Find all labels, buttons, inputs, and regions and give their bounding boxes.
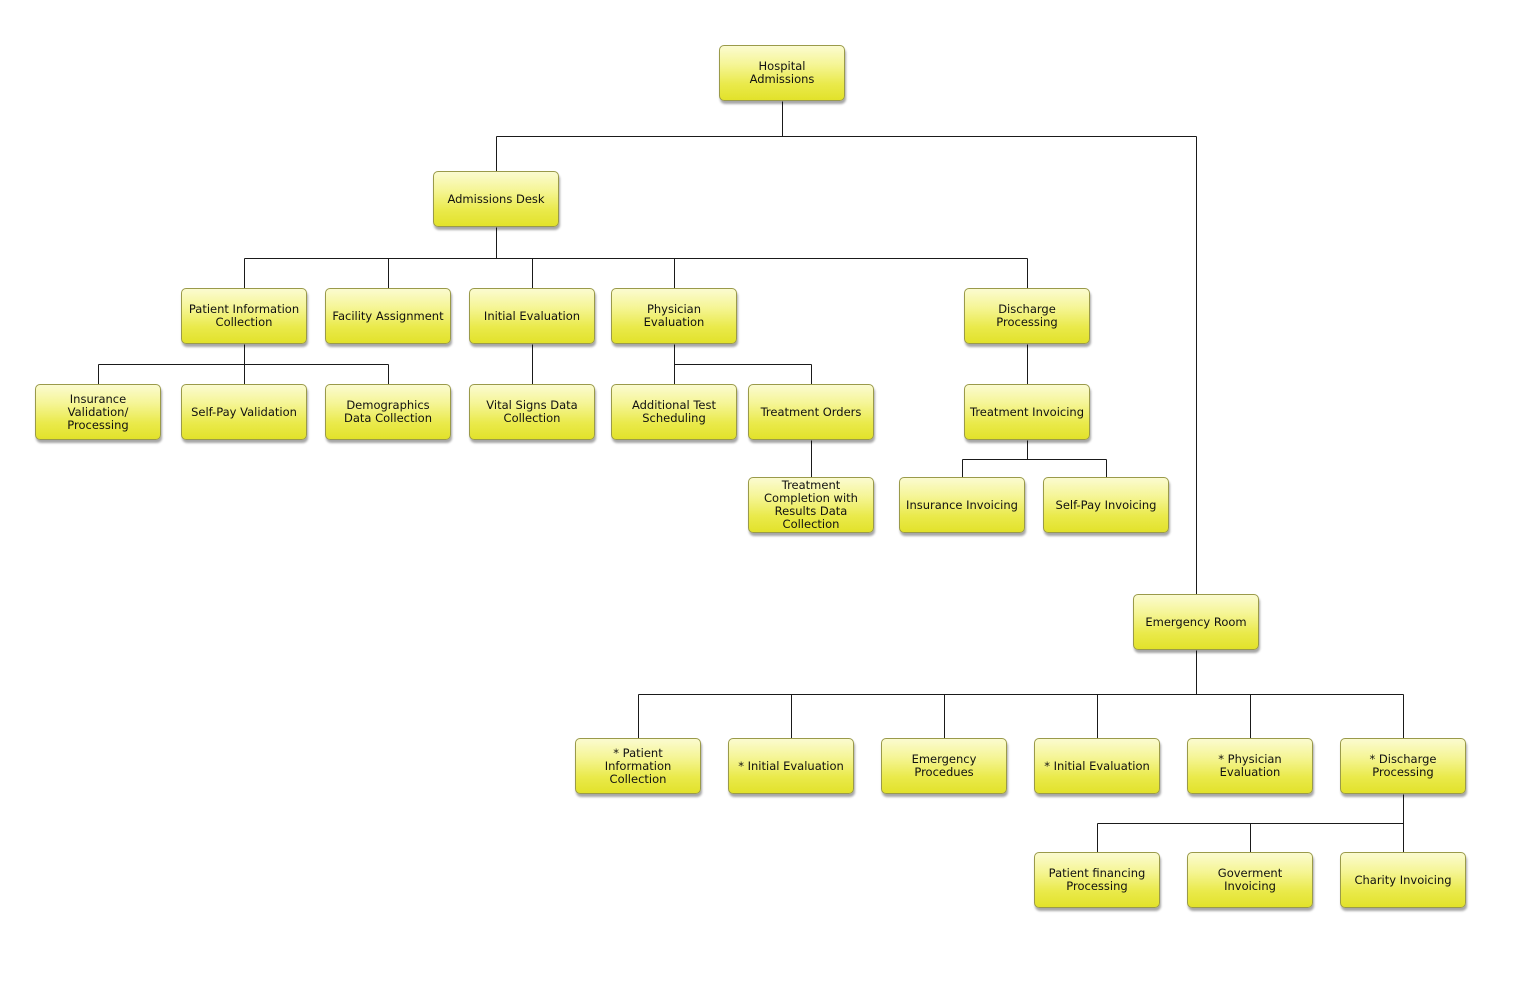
node-label: Charity Invoicing bbox=[1354, 872, 1452, 887]
node-physician-evaluation[interactable]: Physician Evaluation bbox=[611, 288, 737, 344]
node-self-pay-invoicing[interactable]: Self-Pay Invoicing bbox=[1043, 477, 1169, 533]
node-insurance-invoicing[interactable]: Insurance Invoicing bbox=[899, 477, 1025, 533]
node-er-patient-information-collection[interactable]: * Patient Information Collection bbox=[575, 738, 701, 794]
node-er-discharge-processing[interactable]: * Discharge Processing bbox=[1340, 738, 1466, 794]
node-emergency-room[interactable]: Emergency Room bbox=[1133, 594, 1259, 650]
node-er-emergency-procedures[interactable]: Emergency Procedues bbox=[881, 738, 1007, 794]
node-label: Self-Pay Invoicing bbox=[1055, 497, 1157, 512]
node-label: Hospital Admissions bbox=[749, 59, 815, 86]
node-insurance-validation-processing[interactable]: Insurance Validation/ Processing bbox=[35, 384, 161, 440]
node-treatment-orders[interactable]: Treatment Orders bbox=[748, 384, 874, 440]
node-treatment-invoicing[interactable]: Treatment Invoicing bbox=[964, 384, 1090, 440]
node-label: * Physician Evaluation bbox=[1218, 752, 1282, 779]
node-label: Facility Assignment bbox=[332, 308, 444, 323]
node-label: * Initial Evaluation bbox=[1044, 758, 1150, 773]
node-label: * Discharge Processing bbox=[1369, 752, 1437, 779]
node-label: Patient Information Collection bbox=[188, 302, 300, 329]
node-label: Initial Evaluation bbox=[483, 308, 581, 323]
node-patient-financing-processing[interactable]: Patient financing Processing bbox=[1034, 852, 1160, 908]
node-label: * Patient Information Collection bbox=[604, 745, 672, 786]
node-facility-assignment[interactable]: Facility Assignment bbox=[325, 288, 451, 344]
node-label: Insurance Validation/ Processing bbox=[67, 391, 129, 432]
node-label: Physician Evaluation bbox=[643, 302, 705, 329]
node-initial-evaluation[interactable]: Initial Evaluation bbox=[469, 288, 595, 344]
node-label: Additional Test Scheduling bbox=[631, 398, 717, 425]
node-er-initial-evaluation-second[interactable]: * Initial Evaluation bbox=[1034, 738, 1160, 794]
node-label: Treatment Completion with Results Data C… bbox=[764, 478, 858, 531]
node-label: Demographics Data Collection bbox=[344, 398, 432, 425]
node-label: * Initial Evaluation bbox=[738, 758, 844, 773]
node-label: Emergency Procedues bbox=[911, 752, 977, 779]
node-self-pay-validation[interactable]: Self-Pay Validation bbox=[181, 384, 307, 440]
node-vital-signs-data-collection[interactable]: Vital Signs Data Collection bbox=[469, 384, 595, 440]
node-discharge-processing[interactable]: Discharge Processing bbox=[964, 288, 1090, 344]
node-label: Admissions Desk bbox=[447, 191, 545, 206]
node-label: Goverment Invoicing bbox=[1217, 866, 1283, 893]
node-er-initial-evaluation[interactable]: * Initial Evaluation bbox=[728, 738, 854, 794]
node-additional-test-scheduling[interactable]: Additional Test Scheduling bbox=[611, 384, 737, 440]
node-demographics-data-collection[interactable]: Demographics Data Collection bbox=[325, 384, 451, 440]
node-hospital-admissions[interactable]: Hospital Admissions bbox=[719, 45, 845, 101]
node-label: Vital Signs Data Collection bbox=[486, 398, 578, 425]
node-admissions-desk[interactable]: Admissions Desk bbox=[433, 171, 559, 227]
node-label: Emergency Room bbox=[1145, 614, 1247, 629]
node-label: Self-Pay Validation bbox=[191, 404, 297, 419]
node-charity-invoicing[interactable]: Charity Invoicing bbox=[1340, 852, 1466, 908]
node-government-invoicing[interactable]: Goverment Invoicing bbox=[1187, 852, 1313, 908]
node-label: Discharge Processing bbox=[996, 302, 1058, 329]
node-patient-information-collection[interactable]: Patient Information Collection bbox=[181, 288, 307, 344]
node-label: Treatment Invoicing bbox=[970, 404, 1084, 419]
node-label: Insurance Invoicing bbox=[906, 497, 1018, 512]
node-label: Treatment Orders bbox=[760, 404, 862, 419]
node-treatment-completion[interactable]: Treatment Completion with Results Data C… bbox=[748, 477, 874, 533]
node-er-physician-evaluation[interactable]: * Physician Evaluation bbox=[1187, 738, 1313, 794]
node-label: Patient financing Processing bbox=[1048, 866, 1146, 893]
